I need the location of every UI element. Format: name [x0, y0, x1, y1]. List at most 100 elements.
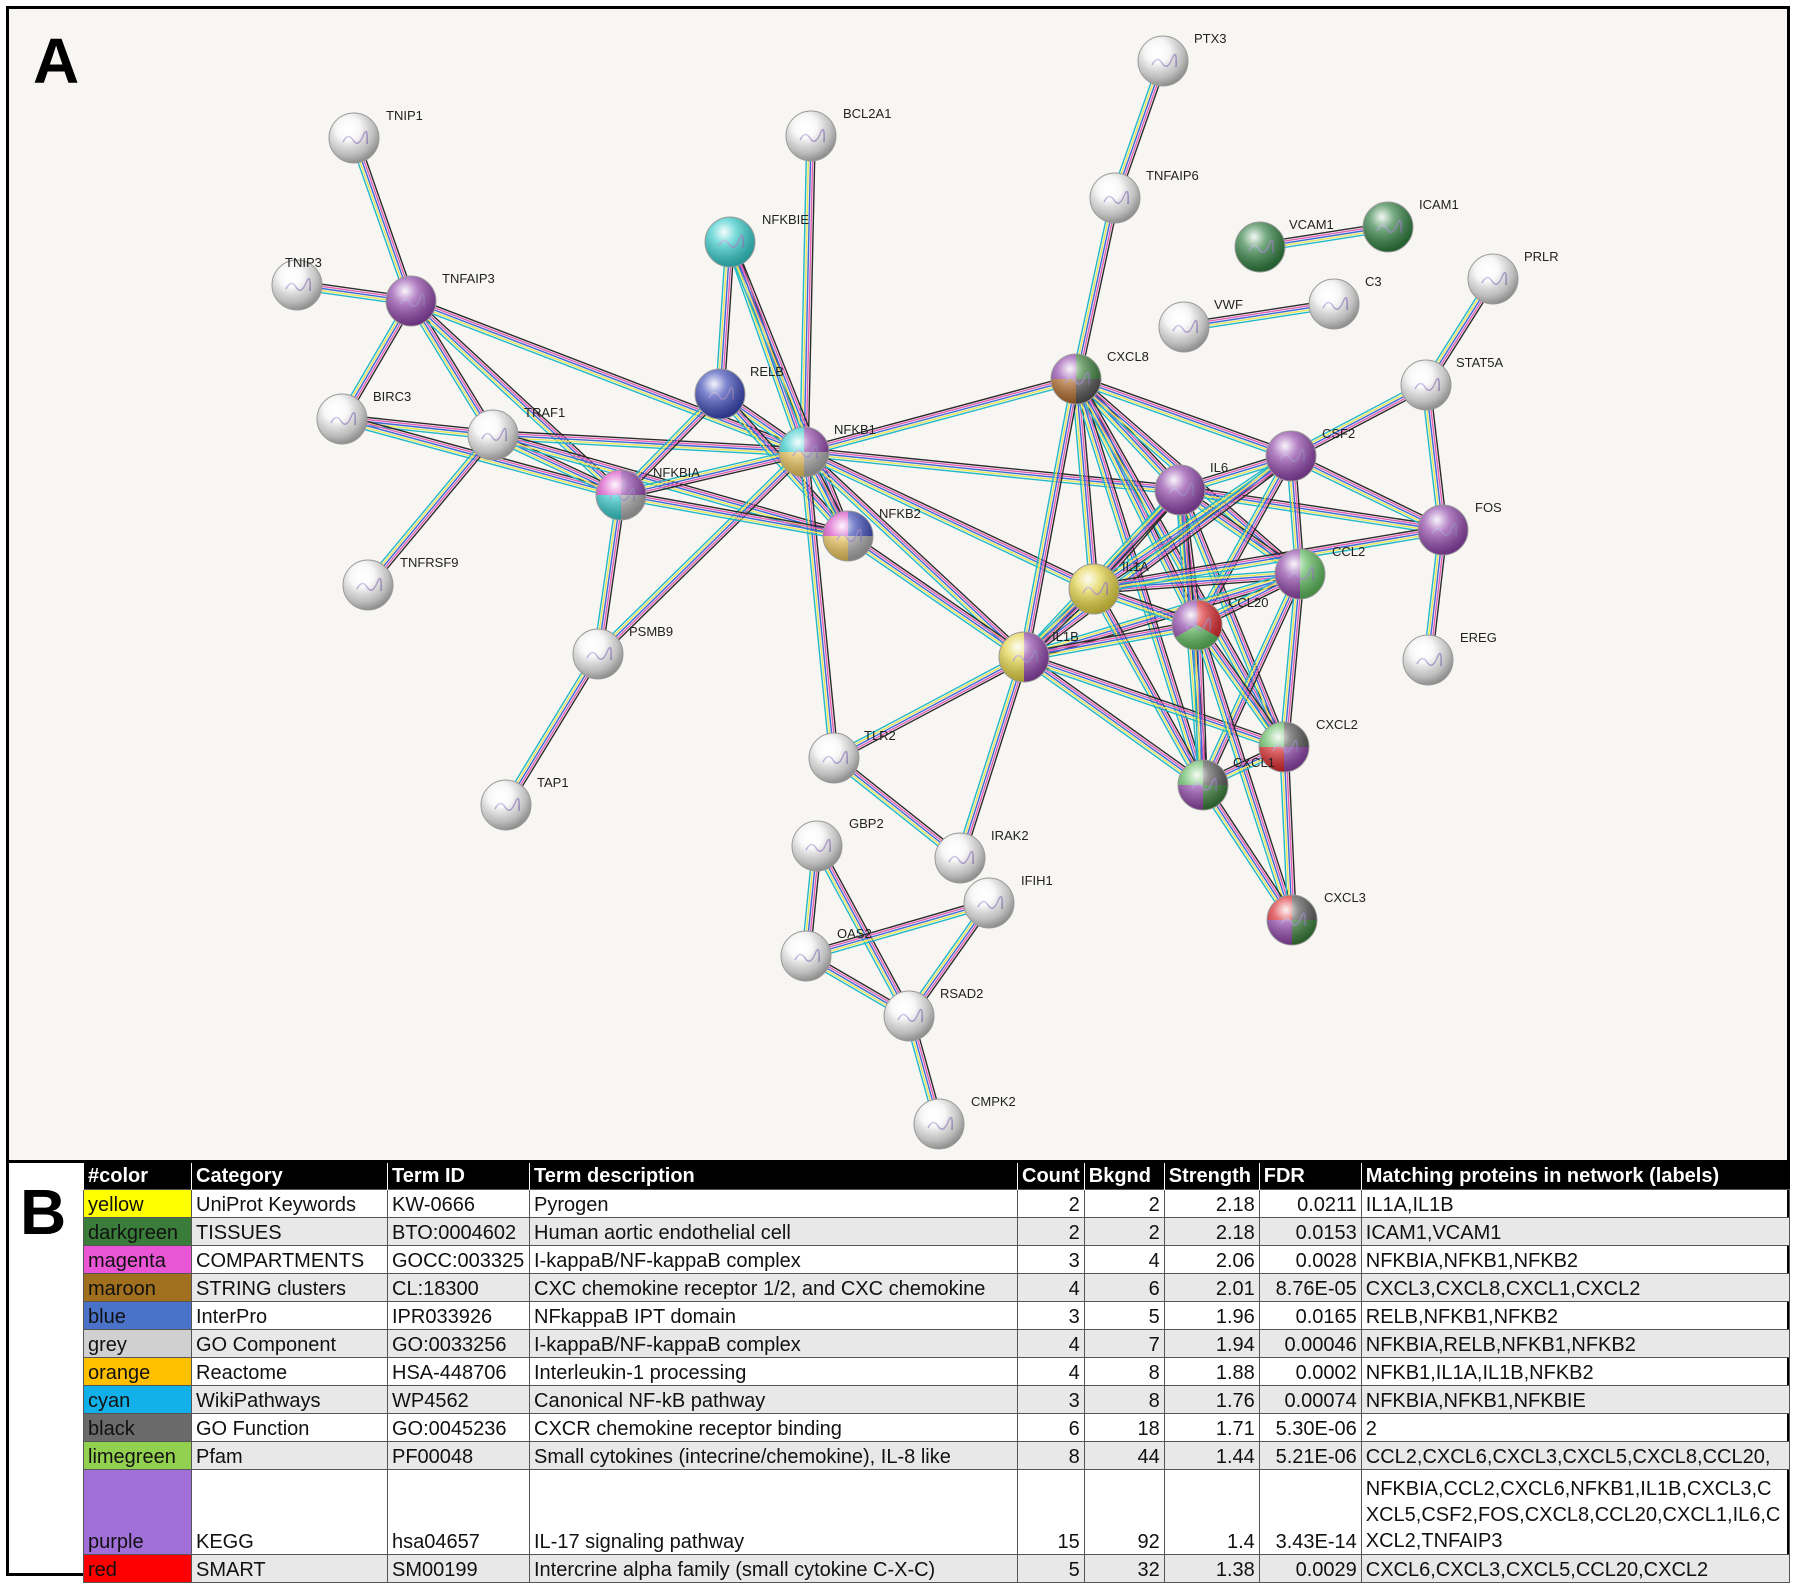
- cell-proteins: ICAM1,VCAM1: [1360, 1217, 1790, 1246]
- node-icam1[interactable]: ICAM1: [1362, 197, 1459, 253]
- cell-count: 4: [1017, 1329, 1085, 1358]
- node-relb[interactable]: RELB: [694, 364, 784, 420]
- node-label-rsad2: RSAD2: [940, 986, 983, 1001]
- node-nfkbie[interactable]: NFKBIE: [704, 212, 809, 268]
- node-il1a[interactable]: IL1A: [1068, 559, 1149, 615]
- panel-divider: [6, 1160, 1790, 1163]
- node-tlr2[interactable]: TLR2: [808, 728, 896, 784]
- node-prlr[interactable]: PRLR: [1467, 249, 1559, 305]
- node-tnip1[interactable]: TNIP1: [328, 108, 423, 164]
- cell-proteins: IL1A,IL1B: [1360, 1189, 1790, 1218]
- node-stat5a[interactable]: STAT5A: [1400, 355, 1504, 411]
- node-label-tnfaip6: TNFAIP6: [1146, 168, 1199, 183]
- cell-fdr: 0.0211: [1258, 1189, 1362, 1218]
- node-csf2[interactable]: CSF2: [1265, 426, 1355, 482]
- node-ptx3[interactable]: PTX3: [1137, 31, 1227, 87]
- node-tap1[interactable]: TAP1: [480, 775, 569, 831]
- node-cxcl3[interactable]: CXCL3: [1266, 890, 1366, 946]
- cell-strength: 1.88: [1163, 1357, 1260, 1386]
- node-ifih1[interactable]: IFIH1: [963, 873, 1053, 929]
- node-traf1[interactable]: TRAF1: [467, 405, 565, 461]
- node-cxcl2[interactable]: CXCL2: [1258, 717, 1358, 773]
- node-ccl20[interactable]: CCL20: [1171, 595, 1268, 651]
- cell-bkgnd: 92: [1083, 1469, 1165, 1555]
- node-cmpk2[interactable]: CMPK2: [913, 1094, 1016, 1150]
- node-tnfaip3[interactable]: TNFAIP3: [385, 271, 495, 327]
- node-c3[interactable]: C3: [1308, 274, 1382, 330]
- cell-fdr: 3.43E-14: [1258, 1469, 1362, 1555]
- node-label-tnip3: TNIP3: [285, 255, 322, 270]
- node-nfkbia[interactable]: NFKBIA: [595, 465, 700, 521]
- cell-count: 3: [1017, 1245, 1085, 1274]
- cell-count: 3: [1017, 1385, 1085, 1414]
- node-label-psmb9: PSMB9: [629, 624, 673, 639]
- node-vwf[interactable]: VWF: [1158, 297, 1243, 353]
- color-swatch-cell: purple: [83, 1469, 192, 1555]
- node-tnfaip6[interactable]: TNFAIP6: [1089, 168, 1199, 224]
- cell-bkgnd: 4: [1083, 1245, 1165, 1274]
- cell-term-id: hsa04657: [387, 1469, 530, 1555]
- node-il6[interactable]: IL6: [1154, 460, 1228, 516]
- node-rsad2[interactable]: RSAD2: [883, 986, 983, 1042]
- node-cxcl8[interactable]: CXCL8: [1050, 349, 1149, 405]
- edge-NFKBIE-NFKB2: [725, 240, 853, 538]
- node-label-fos: FOS: [1475, 500, 1502, 515]
- edge-CXCL1-CXCL3: [1198, 782, 1297, 923]
- edge-CCL20-CXCL1: [1192, 624, 1208, 786]
- node-psmb9[interactable]: PSMB9: [572, 624, 673, 680]
- cell-category: GO Function: [191, 1413, 388, 1442]
- cell-count: 2: [1017, 1189, 1085, 1218]
- cell-description: CXC chemokine receptor 1/2, and CXC chem…: [529, 1273, 1018, 1302]
- node-nfkb2[interactable]: NFKB2: [822, 506, 921, 562]
- edge-IL1A-FOS: [1093, 525, 1444, 594]
- cell-count: 2: [1017, 1217, 1085, 1246]
- color-swatch-cell: darkgreen: [83, 1217, 192, 1246]
- node-ccl2[interactable]: CCL2: [1274, 544, 1365, 600]
- node-label-gbp2: GBP2: [849, 816, 884, 831]
- node-tnip3[interactable]: TNIP3: [271, 255, 323, 311]
- edge-NFKBIA-NFKB2: [620, 490, 849, 541]
- node-nfkb1[interactable]: NFKB1: [778, 422, 876, 478]
- edge-CXCL8-CXCL2: [1071, 376, 1289, 750]
- node-irak2[interactable]: IRAK2: [934, 828, 1029, 884]
- node-ereg[interactable]: EREG: [1402, 630, 1497, 686]
- cell-term-id: GO:0045236: [387, 1413, 530, 1442]
- node-tnfrsf9[interactable]: TNFRSF9: [342, 555, 459, 611]
- node-gbp2[interactable]: GBP2: [791, 816, 884, 872]
- edge-IL1B-TLR2: [831, 652, 1027, 763]
- node-cxcl1[interactable]: CXCL1: [1177, 755, 1275, 811]
- cell-term-id: HSA-448706: [387, 1357, 530, 1386]
- cell-proteins: NFKBIA,NFKB1,NFKBIE: [1360, 1385, 1790, 1414]
- edge-CXCL8-IL1B: [1019, 378, 1081, 658]
- node-label-c3: C3: [1365, 274, 1382, 289]
- node-bcl2a1[interactable]: BCL2A1: [785, 106, 891, 162]
- column-header: Strength: [1163, 1163, 1260, 1190]
- node-label-tnfrsf9: TNFRSF9: [400, 555, 459, 570]
- cell-description: I-kappaB/NF-kappaB complex: [529, 1329, 1018, 1358]
- cell-description: Human aortic endothelial cell: [529, 1217, 1018, 1246]
- cell-strength: 1.4: [1163, 1469, 1260, 1555]
- cell-term-id: PF00048: [387, 1441, 530, 1470]
- cell-strength: 1.94: [1163, 1329, 1260, 1358]
- node-il1b[interactable]: IL1B: [998, 629, 1079, 683]
- edge-GBP2-RSAD2: [812, 843, 914, 1019]
- node-fos[interactable]: FOS: [1417, 500, 1502, 556]
- cell-bkgnd: 2: [1083, 1189, 1165, 1218]
- cell-strength: 1.71: [1163, 1413, 1260, 1442]
- cell-proteins: CCL2,CXCL6,CXCL3,CXCL5,CXCL8,CCL20,: [1360, 1441, 1790, 1470]
- node-oas2[interactable]: OAS2: [780, 926, 872, 982]
- node-vcam1[interactable]: VCAM1: [1234, 217, 1334, 273]
- cell-fdr: 5.21E-06: [1258, 1441, 1362, 1470]
- cell-count: 8: [1017, 1441, 1085, 1470]
- node-birc3[interactable]: BIRC3: [316, 389, 411, 445]
- cell-proteins: NFKBIA,CCL2,CXCL6,NFKB1,IL1B,CXCL3,CXCL5…: [1360, 1469, 1790, 1555]
- node-label-icam1: ICAM1: [1419, 197, 1459, 212]
- edge-CCL2-CXCL2: [1279, 573, 1305, 748]
- column-header: FDR: [1258, 1163, 1362, 1190]
- column-header: Count: [1017, 1163, 1085, 1190]
- cell-description: CXCR chemokine receptor binding: [529, 1413, 1018, 1442]
